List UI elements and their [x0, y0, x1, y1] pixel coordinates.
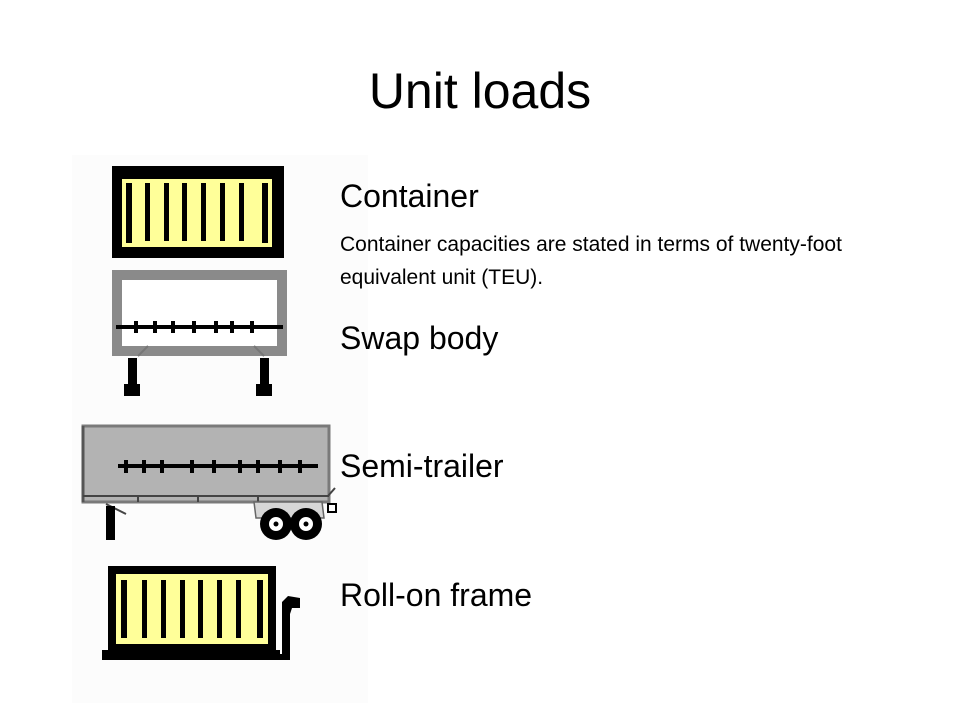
roll-on-frame-icon — [102, 566, 300, 660]
semi-trailer-label: Semi-trailer — [340, 448, 504, 484]
semi-trailer-icon — [81, 424, 337, 540]
swap-body-label: Swap body — [340, 320, 499, 356]
roll-on-frame-label: Roll-on frame — [340, 577, 533, 613]
container-teu-note: Container capacities are stated in terms… — [340, 233, 842, 289]
container-icon — [112, 166, 284, 258]
container-label: Container — [340, 178, 479, 214]
swap-body-icon — [112, 270, 287, 396]
slide-title: Unit loads — [368, 63, 592, 119]
